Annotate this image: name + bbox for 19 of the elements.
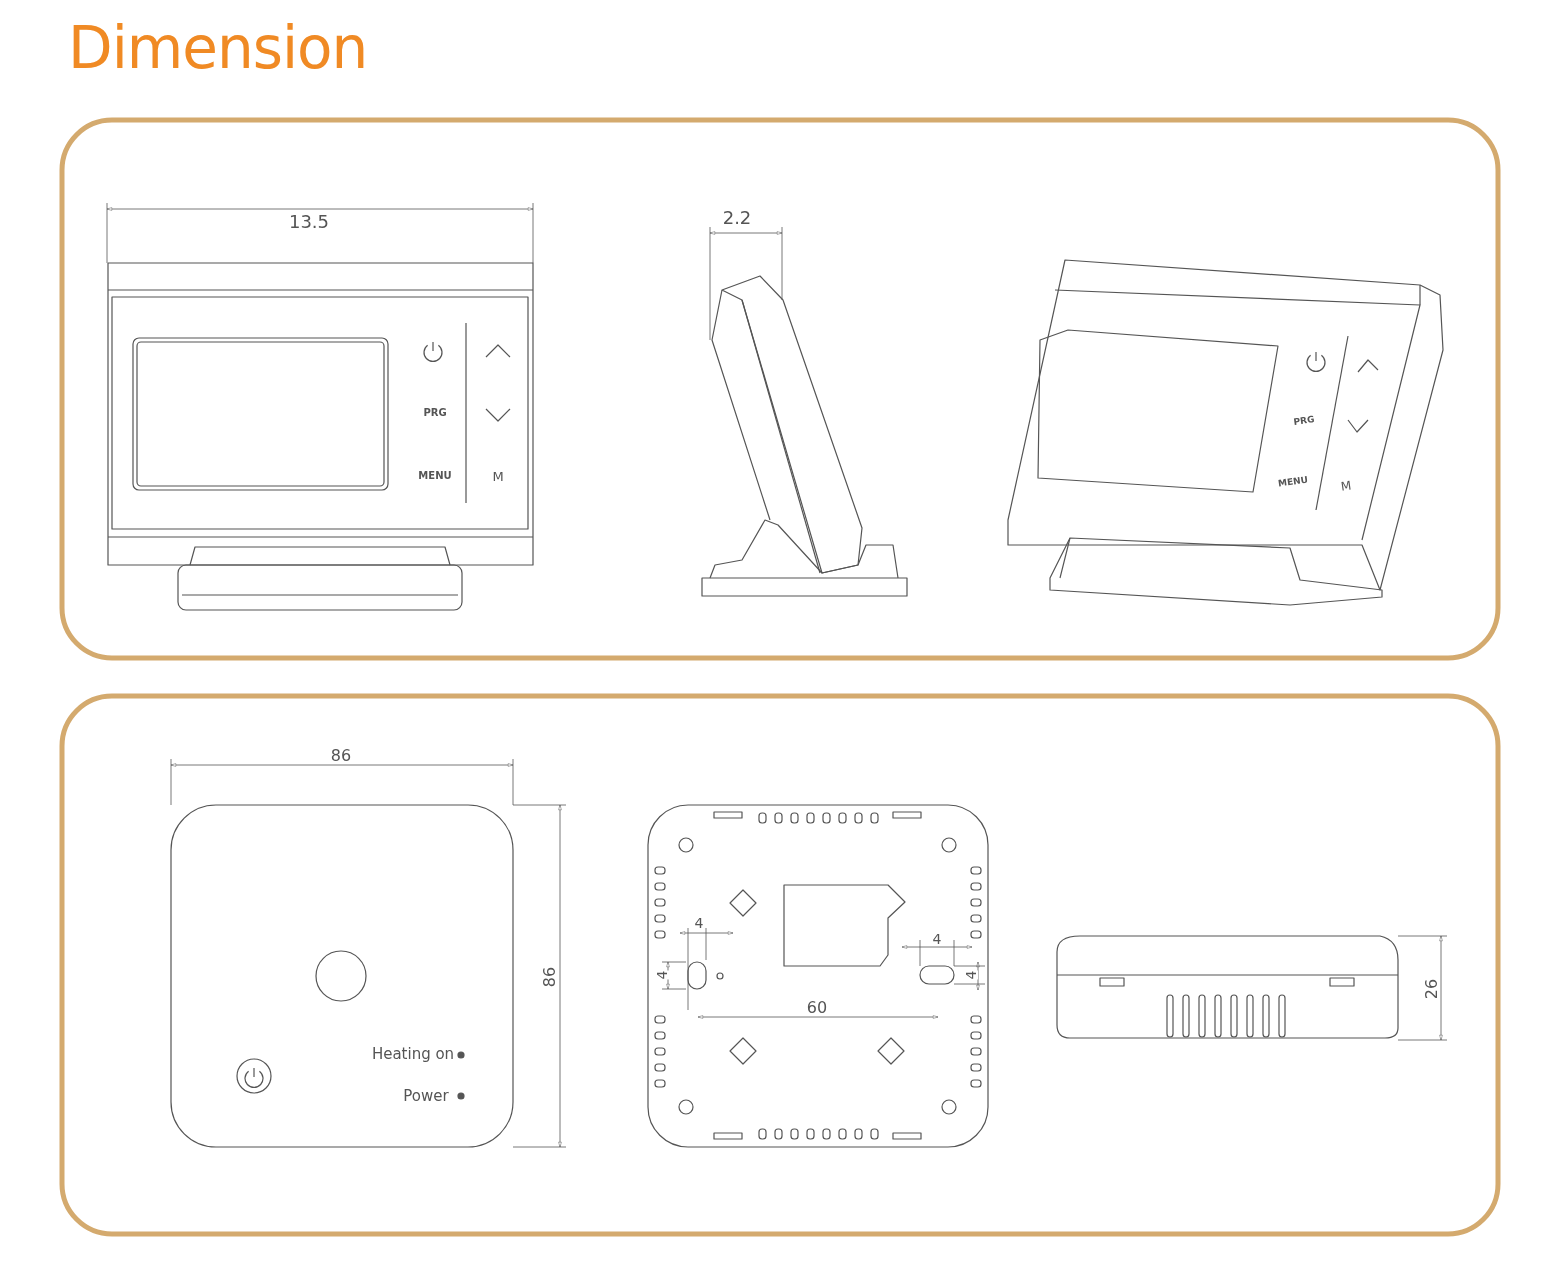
dimension-label: 60 — [806, 1000, 828, 1016]
button-label: MENU — [1277, 475, 1309, 489]
dimension-label: 86 — [542, 966, 558, 988]
dimension-label: 2.2 — [722, 209, 752, 227]
button-label: M — [1340, 479, 1352, 493]
dimension-label: 13.5 — [288, 213, 330, 231]
button-label: PRG — [423, 408, 447, 418]
indicator-label: Heating on — [371, 1046, 455, 1062]
button-label: M — [492, 469, 504, 483]
dimension-label: 4 — [694, 916, 704, 930]
dimension-label: 4 — [655, 970, 669, 980]
button-label: MENU — [418, 471, 452, 481]
page-title: Dimension — [68, 14, 368, 82]
dimension-label: 4 — [964, 970, 978, 980]
indicator-label: Power — [403, 1088, 449, 1104]
button-label: PRG — [1293, 415, 1315, 427]
dimension-label: 4 — [932, 932, 942, 946]
dimension-label: 26 — [1424, 978, 1440, 1000]
dimension-label: 86 — [330, 748, 352, 764]
